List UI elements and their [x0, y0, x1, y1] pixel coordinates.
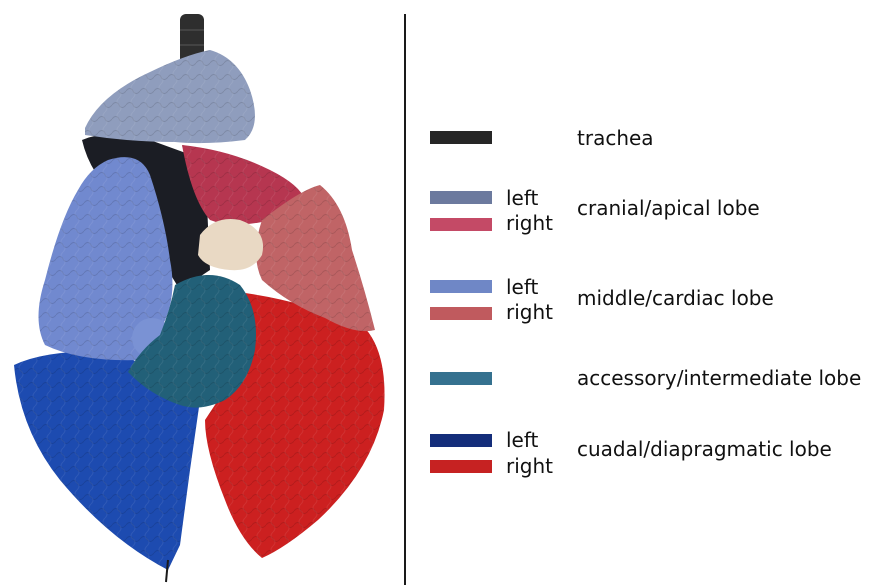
cranial-left-label: left: [506, 187, 538, 209]
left-middle-lobe-shape: [39, 157, 173, 360]
accessory-lobe-label: accessory/intermediate lobe: [577, 366, 861, 390]
caudal-right-label: right: [506, 455, 553, 477]
middle-lobe-label: middle/cardiac lobe: [577, 286, 774, 310]
middle-right-label: right: [506, 301, 553, 323]
divider-line: [404, 14, 406, 585]
cranial-right-swatch: [430, 218, 492, 231]
trachea-swatch: [430, 131, 492, 144]
lung-illustration: [0, 0, 400, 585]
middle-left-label: left: [506, 276, 538, 298]
cranial-right-label: right: [506, 212, 553, 234]
trachea-label: trachea: [577, 126, 654, 150]
caudal-left-swatch: [430, 434, 492, 447]
caudal-right-swatch: [430, 460, 492, 473]
cranial-lobe-label: cranial/apical lobe: [577, 196, 760, 220]
caudal-left-label: left: [506, 429, 538, 451]
cranial-left-swatch: [430, 191, 492, 204]
accessory-swatch: [430, 372, 492, 385]
middle-left-swatch: [430, 280, 492, 293]
middle-right-swatch: [430, 307, 492, 320]
left-cranial-lobe-shape: [85, 50, 255, 143]
caudal-lobe-label: cuadal/diapragmatic lobe: [577, 437, 832, 461]
